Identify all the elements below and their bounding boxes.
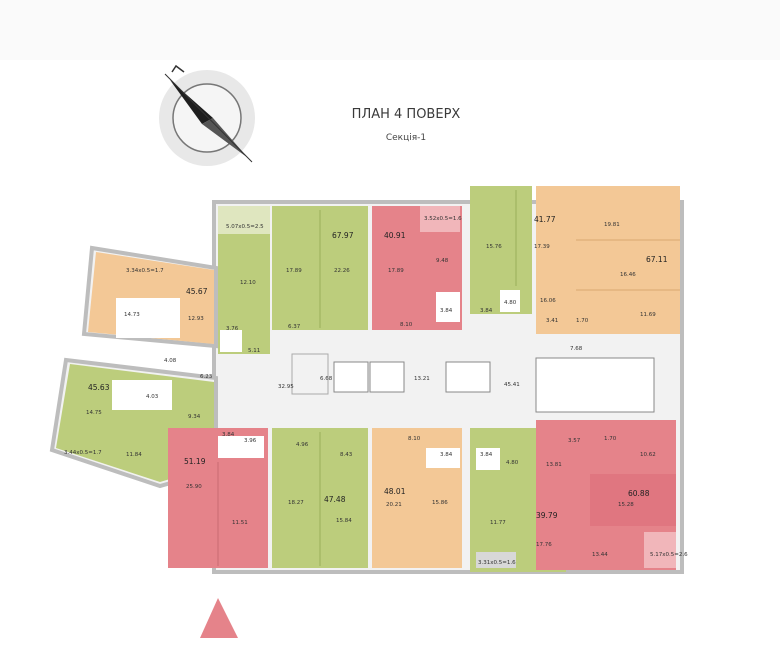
corridor-label: 32.95 bbox=[278, 384, 294, 390]
plan-title: ПЛАН 4 ПОВЕРХ bbox=[352, 107, 461, 122]
room-label: 4.96 bbox=[296, 442, 309, 448]
header-band bbox=[0, 0, 780, 60]
room-label: 3.57 bbox=[568, 438, 581, 444]
room-label: 3.84 bbox=[440, 452, 453, 458]
apartment-area-a8: 51.19 bbox=[184, 457, 206, 466]
corridor-label: 45.41 bbox=[504, 382, 520, 388]
apartment-a2[interactable] bbox=[272, 206, 368, 330]
room-label: 22.26 bbox=[334, 268, 350, 274]
room-label: 3.84 bbox=[480, 308, 493, 314]
apartment-a9[interactable] bbox=[272, 428, 368, 568]
apartment-area-a4: 41.77 bbox=[534, 215, 556, 224]
apartment-a10[interactable] bbox=[372, 428, 462, 568]
room-label: 9.48 bbox=[436, 258, 449, 264]
room-label: 18.27 bbox=[288, 500, 304, 506]
plan-subtitle: Секція-1 bbox=[386, 133, 426, 143]
room-label: 17.76 bbox=[536, 542, 552, 548]
apartment-area-a10: 48.01 bbox=[384, 487, 406, 496]
room-label: 15.84 bbox=[336, 518, 352, 524]
room-label: 4.08 bbox=[164, 358, 177, 364]
room-label: 16.06 bbox=[540, 298, 556, 304]
apartment-area-a6: 45.67 bbox=[186, 287, 208, 296]
room-label: 3.84 bbox=[480, 452, 493, 458]
room-label: 11.69 bbox=[640, 312, 656, 318]
room-label: 9.34 bbox=[188, 414, 201, 420]
room-label: 17.39 bbox=[534, 244, 550, 250]
room-label: 11.77 bbox=[490, 520, 506, 526]
room-label: 4.80 bbox=[506, 460, 519, 466]
room-label: 13.44 bbox=[592, 552, 608, 558]
apartment-a6[interactable] bbox=[88, 252, 214, 344]
building-core bbox=[291, 353, 655, 413]
room-label: 14.73 bbox=[124, 312, 140, 318]
room-label: 11.84 bbox=[126, 452, 142, 458]
apartment-area-a12: 60.88 bbox=[628, 489, 650, 498]
apartment-area-a5: 67.11 bbox=[646, 255, 668, 264]
corridor-label: 13.21 bbox=[414, 376, 430, 382]
apartment-area-a2: 67.97 bbox=[332, 231, 354, 240]
room-label: 17.89 bbox=[286, 268, 302, 274]
apartment-area-a7: 45.63 bbox=[88, 383, 110, 392]
room-label: 15.76 bbox=[486, 244, 502, 250]
room-label: 4.80 bbox=[504, 300, 517, 306]
balcony-label-a7: 3.44х0.5=1.7 bbox=[64, 450, 102, 456]
compass-icon bbox=[159, 64, 255, 166]
room-label: 14.75 bbox=[86, 410, 102, 416]
apartment-a12[interactable] bbox=[536, 420, 676, 570]
room-label: 1.70 bbox=[604, 436, 617, 442]
room-label: 12.10 bbox=[240, 280, 256, 286]
apartment-a4[interactable] bbox=[470, 186, 532, 314]
apartment-a5[interactable] bbox=[536, 186, 680, 334]
apartment-area-a3: 40.91 bbox=[384, 231, 406, 240]
room-label: 8.10 bbox=[408, 436, 421, 442]
room-label: 8.43 bbox=[340, 452, 353, 458]
apartment-area-a9: 47.48 bbox=[324, 495, 346, 504]
room-label: 12.93 bbox=[188, 316, 204, 322]
room-label: 16.46 bbox=[620, 272, 636, 278]
balcony-label-a6: 3.34х0.5=1.7 bbox=[126, 268, 164, 274]
balcony-label-a3: 3.52х0.5=1.6 bbox=[424, 216, 462, 222]
balcony-label-a1: 5.07х0.5=2.5 bbox=[226, 224, 264, 230]
room-label: 4.03 bbox=[146, 394, 159, 400]
room-label: 1.70 bbox=[576, 318, 589, 324]
corridor-label: 6.68 bbox=[320, 376, 333, 382]
room-label: 5.11 bbox=[248, 348, 260, 354]
room-label: 3.96 bbox=[244, 438, 257, 444]
room-label: 3.41 bbox=[546, 318, 558, 324]
room-label: 25.90 bbox=[186, 484, 202, 490]
apartment-a1[interactable] bbox=[218, 206, 270, 354]
apartment-a8[interactable] bbox=[168, 428, 268, 568]
apartment-a3[interactable] bbox=[372, 206, 462, 330]
apartment-area-a11: 39.79 bbox=[536, 511, 558, 520]
room-label: 3.84 bbox=[440, 308, 453, 314]
room-label: 6.23 bbox=[200, 374, 213, 380]
room-label: 10.62 bbox=[640, 452, 656, 458]
room-label: 13.81 bbox=[546, 462, 562, 468]
room-label: 3.76 bbox=[226, 326, 239, 332]
room-label: 8.10 bbox=[400, 322, 413, 328]
entrance-triangle-icon bbox=[200, 598, 238, 638]
room-label: 20.21 bbox=[386, 502, 402, 508]
room-label: 3.84 bbox=[222, 432, 235, 438]
room-label: 15.28 bbox=[618, 502, 634, 508]
balcony-label-a12: 5.17х0.5=2.6 bbox=[650, 552, 688, 558]
room-label: 17.89 bbox=[388, 268, 404, 274]
balcony-label-a11: 3.31х0.5=1.6 bbox=[478, 560, 516, 566]
room-label: 11.51 bbox=[232, 520, 248, 526]
corridor-label: 7.68 bbox=[570, 346, 583, 352]
room-label: 19.81 bbox=[604, 222, 620, 228]
room-label: 15.86 bbox=[432, 500, 448, 506]
room-label: 6.37 bbox=[288, 324, 301, 330]
